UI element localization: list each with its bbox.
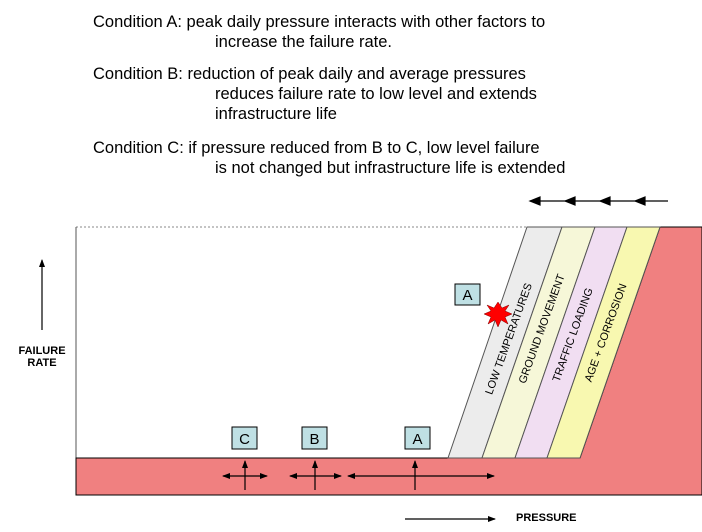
marker-a-top: A <box>454 283 481 306</box>
reduction-arrowhead-1 <box>528 196 541 206</box>
condition-c-text: Condition C: if pressure reduced from B … <box>93 138 565 178</box>
y-axis-label: FAILURE RATE <box>10 345 74 369</box>
condition-b-text: Condition B: reduction of peak daily and… <box>93 64 537 124</box>
marker-b: B <box>301 426 328 450</box>
reduction-arrowhead-2 <box>563 196 576 206</box>
condition-a-line2: increase the failure rate. <box>215 33 393 51</box>
burst-icon <box>483 301 513 328</box>
marker-a-top-label: A <box>462 287 472 304</box>
band-age-corrosion <box>546 226 661 459</box>
crosshair-b <box>289 460 342 490</box>
pressure-reduction-arrows <box>528 196 668 206</box>
reduction-arrowhead-4 <box>633 196 646 206</box>
crosshair-a <box>347 460 495 490</box>
condition-b-line3: infrastructure life <box>215 105 337 123</box>
condition-c-line1: Condition C: if pressure reduced from B … <box>93 139 540 157</box>
y-axis-label-line1: FAILURE <box>18 345 66 357</box>
x-axis-label: PRESSURE <box>516 512 577 524</box>
marker-b-label: B <box>309 431 319 448</box>
marker-c: C <box>231 426 258 450</box>
crosshair-c <box>222 460 268 490</box>
marker-a-bottom: A <box>404 426 431 450</box>
condition-a-text: Condition A: peak daily pressure interac… <box>93 12 545 52</box>
reduction-arrowhead-3 <box>598 196 611 206</box>
condition-a-line1: Condition A: peak daily pressure interac… <box>93 13 546 31</box>
condition-c-line2: is not changed but infrastructure life i… <box>215 159 566 177</box>
condition-b-line1: Condition B: reduction of peak daily and… <box>93 65 526 83</box>
y-axis-label-line2: RATE <box>27 357 57 369</box>
marker-a-bottom-label: A <box>412 431 422 448</box>
condition-b-line2: reduces failure rate to low level and ex… <box>215 85 537 103</box>
marker-c-label: C <box>239 431 250 448</box>
